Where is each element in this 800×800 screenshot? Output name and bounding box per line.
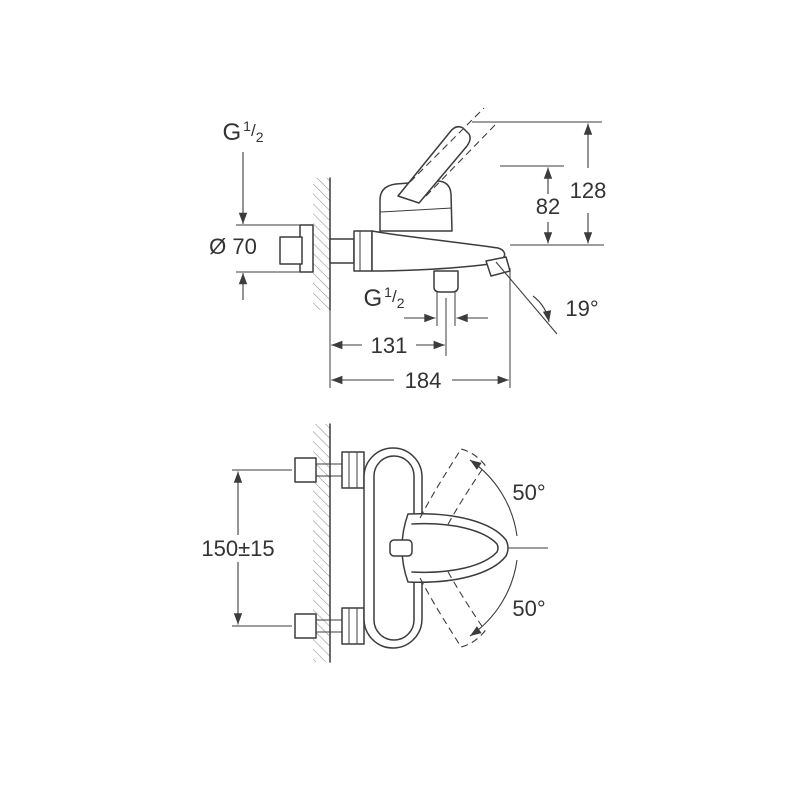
dim-spray-angle: 19° xyxy=(495,261,599,335)
aerator xyxy=(485,256,511,277)
dim-swing-up: 50° xyxy=(469,459,546,537)
handle-swung-down-dashed xyxy=(419,567,486,648)
wall-section-side xyxy=(313,177,331,388)
s-union-pipe xyxy=(329,238,355,264)
dim-spout-height: 82 xyxy=(500,165,564,244)
connection-spacing-label: 150±15 xyxy=(201,536,274,561)
handle-paddle-inner xyxy=(411,522,499,574)
swing-down-label: 50° xyxy=(512,596,545,621)
total-depth-label: 184 xyxy=(405,368,442,393)
spout-body xyxy=(371,230,506,272)
swing-up-label: 50° xyxy=(512,480,545,505)
dim-outlet-depth: 131 xyxy=(331,298,447,358)
supply-fitting-top xyxy=(294,457,317,483)
spout-height-label: 82 xyxy=(536,194,560,219)
handle-swung-up-dashed xyxy=(419,448,486,529)
dim-connection-spacing: 150±15 xyxy=(201,469,292,627)
shower-outlet-knob xyxy=(433,270,459,293)
wall-union-nut xyxy=(279,236,303,265)
dim-swing-down: 50° xyxy=(469,559,546,637)
lever-alt-position-dashed xyxy=(409,107,485,183)
plan-view: 50° 50° 150±15 xyxy=(201,423,548,663)
mixer-body-plan xyxy=(294,447,548,649)
union-nut-top xyxy=(341,451,365,489)
diverter-knob-plan xyxy=(389,539,413,557)
outlet-depth-label: 131 xyxy=(371,333,408,358)
union-nut xyxy=(353,230,373,272)
union-nut-bottom xyxy=(341,607,365,645)
spray-angle-label: 19° xyxy=(565,296,598,321)
lever-alt-position-dashed xyxy=(425,122,498,197)
total-height-label: 128 xyxy=(570,178,607,203)
flange-diameter-label: Ø 70 xyxy=(209,234,257,259)
mixer-body-side xyxy=(279,107,511,326)
dim-total-depth: 184 xyxy=(331,268,511,393)
supply-fitting-bottom xyxy=(294,613,317,639)
lever-handle xyxy=(397,125,471,204)
handle-paddle xyxy=(401,512,509,584)
dim-total-height: 128 xyxy=(472,121,607,246)
